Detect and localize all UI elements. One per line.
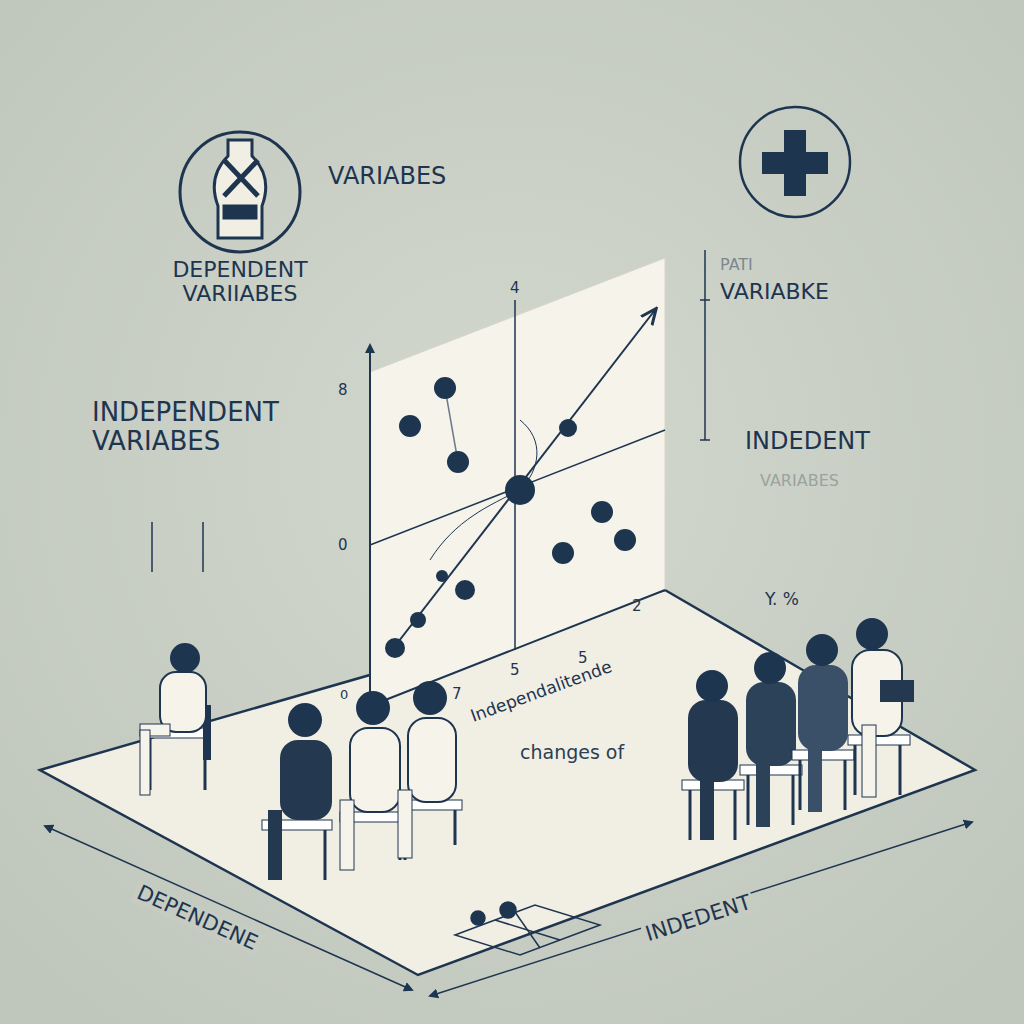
x-axis xyxy=(370,590,665,706)
text-label: VARIABES xyxy=(760,472,839,490)
text-label: changes of xyxy=(520,742,624,763)
trend-arrow xyxy=(392,310,655,650)
chart-panel xyxy=(370,258,665,706)
seated-people xyxy=(682,618,914,840)
axis-number: 8 xyxy=(338,382,348,399)
dimension-arrow xyxy=(430,822,972,996)
data-points xyxy=(385,377,636,658)
text-label: VARIABES xyxy=(328,163,446,189)
axis-number: 5 xyxy=(510,662,520,679)
text-label: VARIABKE xyxy=(720,280,829,304)
text-label: DEPENDENT VARIIABES xyxy=(140,258,340,306)
grid-line xyxy=(514,300,516,650)
y-axis xyxy=(369,345,371,706)
seated-people xyxy=(140,643,462,880)
curve xyxy=(430,420,537,560)
text-label: INDEDENT xyxy=(745,428,870,454)
axis-number: 2 xyxy=(632,598,642,615)
grid-line xyxy=(370,430,665,545)
text-label: Y. % xyxy=(765,590,799,609)
text-label: INDEPENDENT VARIABES xyxy=(92,398,322,455)
bottle-icon xyxy=(180,132,300,252)
axis-number: 7 xyxy=(452,686,462,703)
axis-number: 4 xyxy=(510,280,520,297)
dimension-arrow xyxy=(45,826,412,990)
plus-icon xyxy=(740,107,850,217)
axis-number: 0 xyxy=(340,688,348,702)
text-label: PATI xyxy=(720,256,753,274)
axis-number: 0 xyxy=(338,537,348,554)
connector-line xyxy=(445,388,458,462)
floor-device xyxy=(455,902,600,955)
